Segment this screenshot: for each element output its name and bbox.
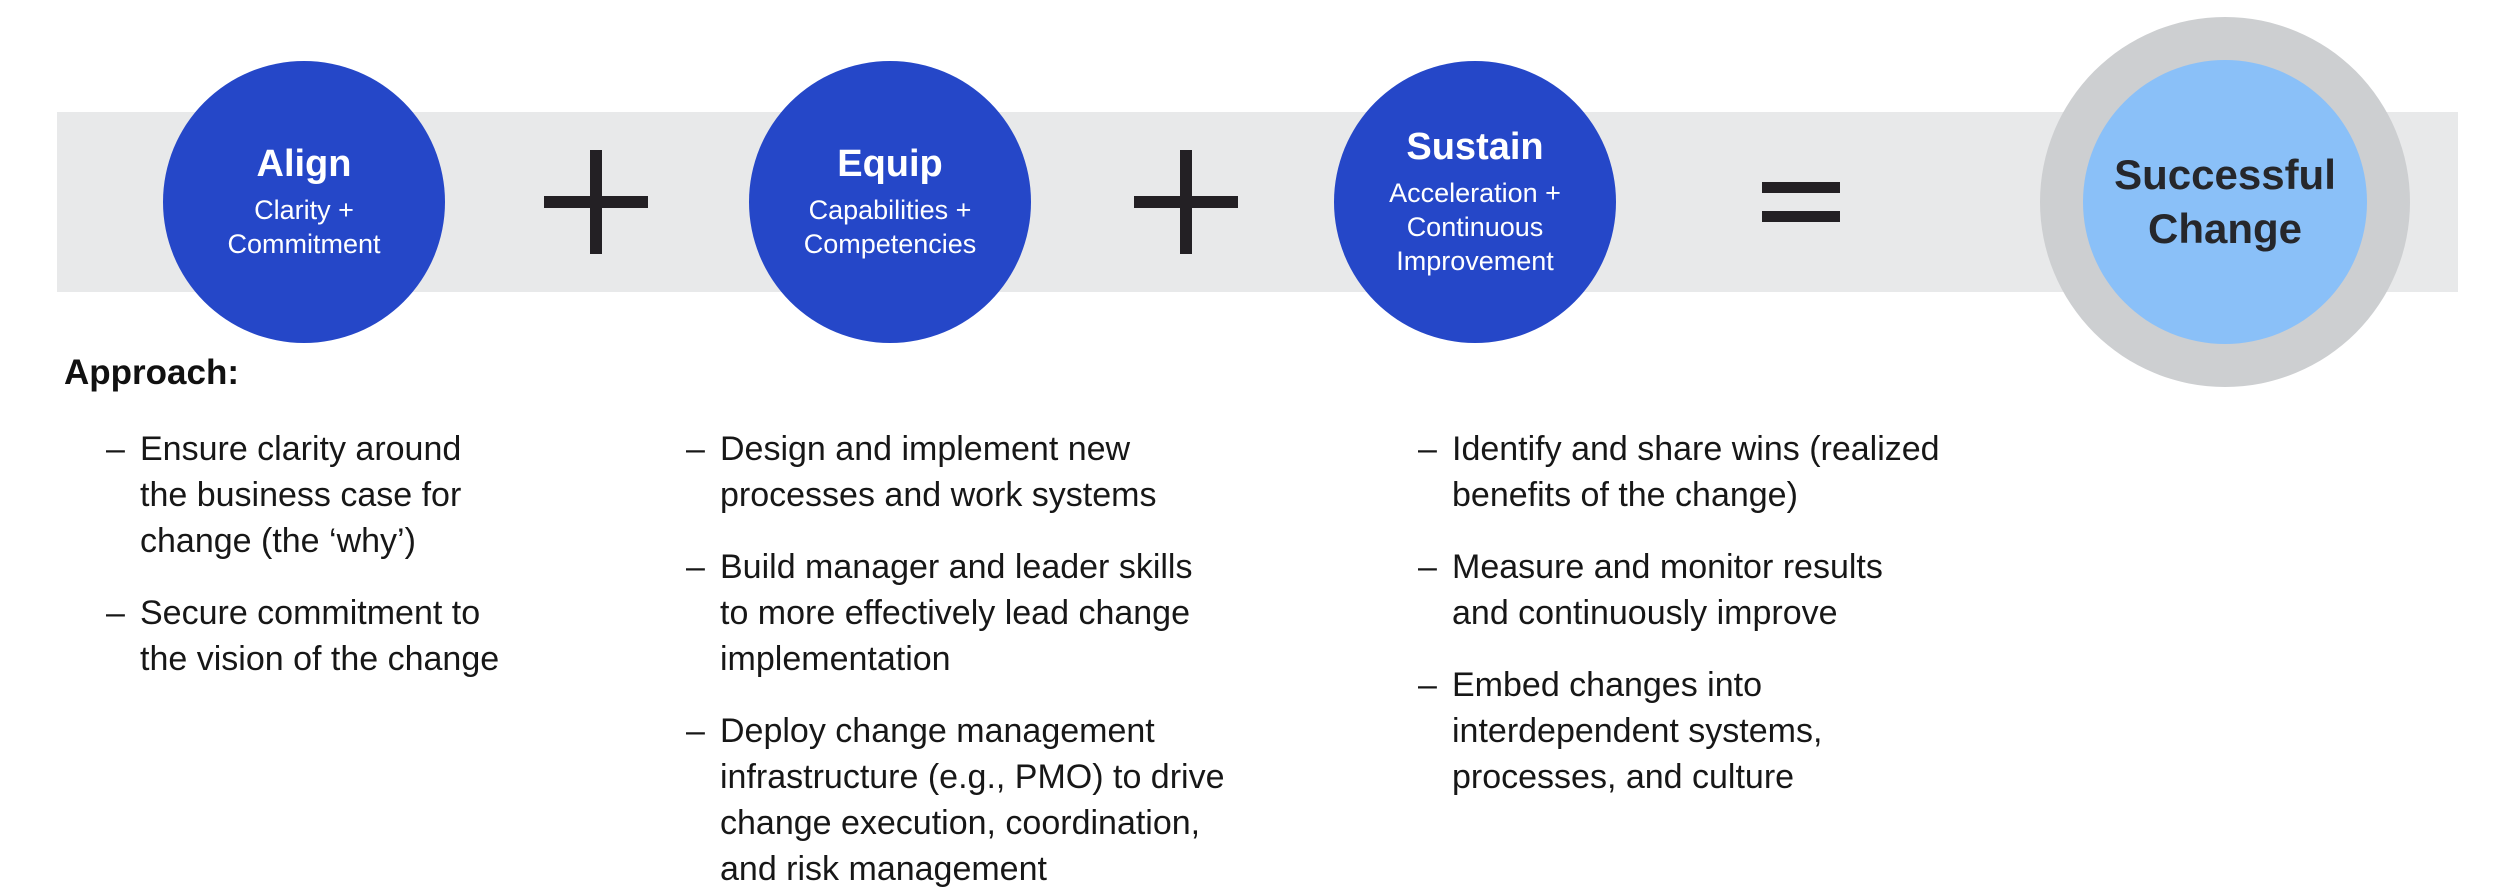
result-line: Successful <box>2114 151 2336 198</box>
stage-subtitle-line: Continuous <box>1406 212 1544 243</box>
plus-icon <box>544 150 648 254</box>
equals-top-bar <box>1762 182 1840 193</box>
bullet-dash-icon: – <box>686 548 705 586</box>
bullet-item: – Embed changes into interdependent syst… <box>1418 662 1944 800</box>
bullet-item: – Deploy change management infrastructur… <box>686 708 1225 892</box>
stage-subtitle-line: Clarity + <box>254 195 354 226</box>
bullet-item: – Ensure clarity around the business cas… <box>106 426 510 564</box>
successful-change-circle: Successful Change <box>2083 60 2367 344</box>
stage-subtitle-line: Commitment <box>227 229 381 260</box>
equals-icon <box>1762 182 1840 222</box>
stage-title: Sustain <box>1406 125 1544 168</box>
approach-heading: Approach: <box>64 353 239 392</box>
bullet-text: Ensure clarity around the business case … <box>140 430 462 560</box>
plus-vertical-bar <box>590 150 602 254</box>
bullet-text: Measure and monitor results and continuo… <box>1452 548 1883 632</box>
approach-column-align: – Ensure clarity around the business cas… <box>106 426 510 682</box>
bullet-text: Secure commitment to the vision of the c… <box>140 594 500 678</box>
stage-circle-sustain: Sustain Acceleration + Continuous Improv… <box>1334 61 1616 343</box>
stage-subtitle-line: Improvement <box>1396 246 1554 277</box>
successful-change-ring: Successful Change <box>2040 17 2410 387</box>
bullet-text: Identify and share wins (realized benefi… <box>1452 430 1940 514</box>
stage-circle-equip: Equip Capabilities + Competencies <box>749 61 1031 343</box>
bullet-item: – Build manager and leader skills to mor… <box>686 544 1225 682</box>
bullet-text: Design and implement new processes and w… <box>720 430 1157 514</box>
bullet-item: – Measure and monitor results and contin… <box>1418 544 1944 636</box>
stage-subtitle-line: Competencies <box>803 229 977 260</box>
bullet-dash-icon: – <box>106 594 125 632</box>
stage-subtitle: Clarity + Commitment <box>227 193 380 261</box>
bullet-text: Embed changes into interdependent system… <box>1452 666 1823 796</box>
bullet-text: Build manager and leader skills to more … <box>720 548 1193 678</box>
stage-circle-align: Align Clarity + Commitment <box>163 61 445 343</box>
plus-icon <box>1134 150 1238 254</box>
bullet-dash-icon: – <box>1418 548 1437 586</box>
approach-column-sustain: – Identify and share wins (realized bene… <box>1418 426 1944 800</box>
stage-subtitle-line: Capabilities + <box>808 195 972 226</box>
bullet-item: – Secure commitment to the vision of the… <box>106 590 510 682</box>
approach-column-equip: – Design and implement new processes and… <box>686 426 1225 892</box>
bullet-item: – Design and implement new processes and… <box>686 426 1225 518</box>
bullet-item: – Identify and share wins (realized bene… <box>1418 426 1944 518</box>
stage-subtitle: Acceleration + Continuous Improvement <box>1389 176 1561 278</box>
plus-vertical-bar <box>1180 150 1192 254</box>
bullet-text: Deploy change management infrastructure … <box>720 712 1225 888</box>
result-line: Change <box>2147 205 2302 252</box>
stage-subtitle-line: Acceleration + <box>1389 178 1561 209</box>
stage-title: Equip <box>837 142 943 185</box>
bullet-dash-icon: – <box>686 430 705 468</box>
stage-subtitle: Capabilities + Competencies <box>804 193 977 261</box>
bullet-dash-icon: – <box>1418 666 1437 704</box>
stage-title: Align <box>256 142 352 185</box>
equals-bottom-bar <box>1762 211 1840 222</box>
bullet-dash-icon: – <box>1418 430 1437 468</box>
bullet-dash-icon: – <box>106 430 125 468</box>
bullet-dash-icon: – <box>686 712 705 750</box>
